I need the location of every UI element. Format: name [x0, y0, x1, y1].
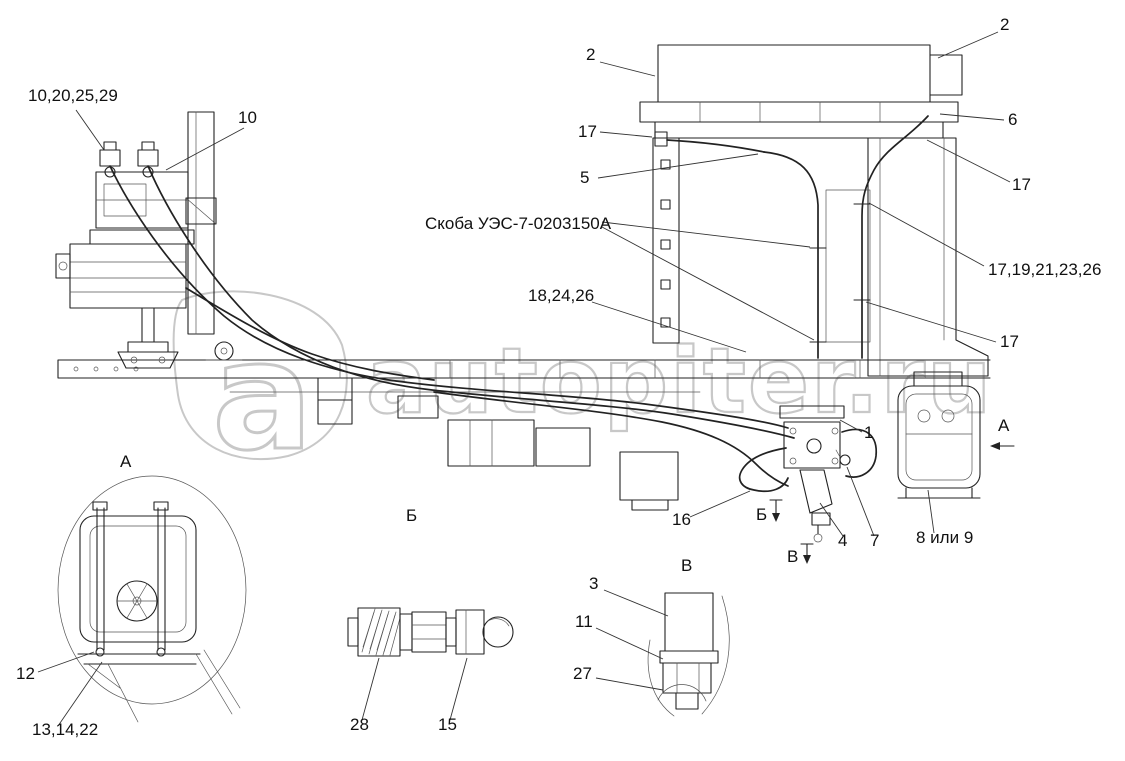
- callout-15: 15: [438, 715, 457, 734]
- callout-17-lower-right: 17: [1000, 332, 1019, 351]
- callout-18-24-26: 18,24,26: [528, 286, 594, 305]
- note-skoba: Скоба УЭС-7-0203150А: [425, 214, 612, 233]
- callout-10-20-25-29: 10,20,25,29: [28, 86, 118, 105]
- part-7-fitting: [839, 454, 851, 466]
- callout-17-19-21-23-26: 17,19,21,23,26: [988, 260, 1101, 279]
- section-v-label: В: [787, 547, 798, 566]
- callout-7: 7: [870, 531, 879, 550]
- callout-27: 27: [573, 664, 592, 683]
- watermark-letter: a: [212, 310, 313, 484]
- callout-8-or-9: 8 или 9: [916, 528, 973, 547]
- detail-view-v: [647, 592, 730, 717]
- callout-28: 28: [350, 715, 369, 734]
- leader-lines: [37, 31, 1011, 727]
- callout-16: 16: [672, 510, 691, 529]
- callout-2-top-mid: 2: [586, 45, 595, 64]
- section-a-arrow: [990, 442, 1000, 450]
- callout-1: 1: [864, 423, 873, 442]
- detail-view-a: [57, 475, 247, 723]
- ball-end: [482, 616, 514, 648]
- section-v-arrow: [803, 555, 811, 564]
- callout-10: 10: [238, 108, 257, 127]
- callout-6: 6: [1008, 110, 1017, 129]
- callout-11: 11: [575, 612, 593, 631]
- callout-3: 3: [589, 574, 598, 593]
- view-b-title: Б: [406, 506, 417, 525]
- watermark-text: autopiter.ru: [366, 329, 993, 434]
- callout-5: 5: [580, 168, 589, 187]
- callout-labels: 2 2 10,20,25,29 10 17 6 5 17 Скоба УЭС-7…: [16, 15, 1101, 739]
- watermark: a autopiter.ru: [172, 290, 993, 486]
- watermark-blob: [172, 290, 348, 461]
- section-b-label: Б: [756, 505, 767, 524]
- chassis-structure: [57, 44, 991, 511]
- left-pump-assembly: [55, 111, 217, 369]
- callout-17-upper-right: 17: [1012, 175, 1031, 194]
- view-v-title: В: [681, 556, 692, 575]
- section-a-label: А: [998, 416, 1010, 435]
- part-4-cylinder: [799, 469, 833, 514]
- hex-nut: [455, 609, 485, 655]
- view-a-title: А: [120, 452, 132, 471]
- center-valve-assembly: [738, 405, 877, 543]
- tank-8-or-9: [897, 371, 981, 499]
- callout-4: 4: [838, 531, 847, 550]
- section-b-arrow: [772, 513, 780, 522]
- callout-12: 12: [16, 664, 35, 683]
- callout-13-14-22: 13,14,22: [32, 720, 98, 739]
- callout-2-top-right: 2: [1000, 15, 1009, 34]
- callout-17-top: 17: [578, 122, 597, 141]
- section-arrows: [769, 442, 1015, 564]
- knurled-body: [357, 607, 401, 657]
- quick-coupler-fitting: [347, 607, 514, 657]
- hoses: [109, 115, 929, 487]
